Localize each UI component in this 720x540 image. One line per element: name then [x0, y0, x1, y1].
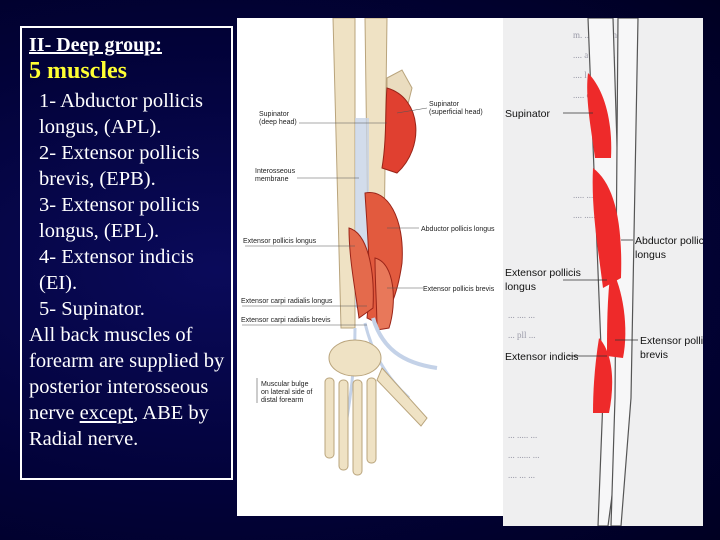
label-ecrl: Extensor carpi radialis longus	[241, 298, 333, 305]
label-supinator-superficial: Supinator	[429, 101, 460, 108]
label-interosseous-2: membrane	[255, 176, 289, 183]
text-box-frame	[20, 26, 233, 480]
list-item: 5- Supinator.	[39, 298, 145, 320]
svg-text:... ...... ...: ... ...... ...	[508, 450, 540, 460]
textbook-epl	[607, 268, 626, 358]
label-abductor: Abductor pollicis longus	[421, 226, 495, 233]
side-label-supinator: Supinator	[505, 108, 550, 120]
textbook-supinator	[587, 73, 612, 158]
list-item: 1- Abductor pollicis longus, (APL).	[39, 90, 203, 138]
metacarpal-bone	[366, 377, 377, 464]
textbook-apl	[592, 168, 622, 288]
label-epb: Extensor pollicis brevis	[423, 286, 495, 293]
extensor-pollicis-longus-muscle	[348, 227, 374, 319]
textbook-ulna	[610, 18, 639, 526]
side-label-abductor: Abductor pollicis	[635, 235, 703, 247]
ulna-bone	[332, 18, 356, 329]
label-supinator-superficial-2: (superficial head)	[429, 109, 483, 116]
list-item: 3- Extensor pollicis longus, (EPL).	[39, 194, 200, 242]
slide-body: 1- Abductor pollicis longus, (APL). 2- E…	[29, 88, 229, 452]
svg-text:... ..... ...: ... ..... ...	[508, 430, 537, 440]
muscle-count: 5 muscles	[29, 58, 127, 84]
textbook-epb	[593, 338, 613, 413]
side-label-epb: Extensor pollicis	[640, 335, 703, 347]
label-ecrb: Extensor carpi radialis brevis	[241, 317, 331, 324]
svg-text:... .... ...: ... .... ...	[508, 310, 535, 320]
side-label-epl-2: longus	[505, 281, 536, 293]
anatomy-illustration: Supinator (deep head) Supinator (superfi…	[237, 18, 505, 516]
side-label-ei: Extensor indicis	[505, 351, 579, 363]
carpal-bones	[328, 339, 382, 377]
label-supinator-deep: Supinator	[259, 111, 290, 118]
svg-text:..... ..... ...: ..... ..... ...	[573, 190, 607, 200]
svg-text:.... ... ...: .... ... ...	[508, 470, 535, 480]
svg-text:... pll ...: ... pll ...	[508, 330, 536, 340]
label-bulge-2: on lateral side of	[261, 389, 312, 396]
list-item: 2- Extensor pollicis brevis, (EPB).	[39, 142, 200, 190]
nerve-note-text: All back muscles of forearm are supplied…	[29, 324, 225, 424]
metacarpal-bone	[324, 377, 335, 459]
textbook-drawing: m. ...... of the .... a ... l ..... ....…	[503, 18, 703, 526]
slide-heading: II- Deep group:	[29, 34, 162, 56]
label-supinator-deep-2: (deep head)	[259, 119, 297, 126]
metacarpal-bone	[338, 379, 349, 471]
nerve-note: All back muscles of forearm are supplied…	[29, 322, 229, 452]
svg-text:.... ...... ....: .... ...... ....	[573, 210, 609, 220]
nerve-note-except: except	[79, 402, 134, 424]
label-bulge-3: distal forearm	[261, 397, 304, 404]
thumb-bone	[376, 367, 428, 427]
supinator-muscle	[381, 87, 417, 174]
tendon	[371, 317, 438, 370]
metacarpal-bone	[352, 379, 363, 476]
extensor-pollicis-brevis-muscle	[374, 257, 394, 331]
forearm-drawing: Supinator (deep head) Supinator (superfi…	[241, 18, 495, 476]
label-epl: Extensor pollicis longus	[243, 238, 317, 245]
side-label-epb-2: brevis	[640, 349, 668, 361]
label-interosseous: Interosseous	[255, 168, 296, 175]
nerve-note-end: , ABE by Radial nerve.	[29, 402, 209, 450]
textbook-forearm-drawing: m. ...... of the .... a ... l ..... ....…	[505, 18, 703, 526]
list-item: 4- Extensor indicis (EI).	[39, 246, 194, 294]
side-label-abductor-2: longus	[635, 249, 666, 261]
label-bulge: Muscular bulge	[261, 381, 309, 388]
side-label-epl: Extensor pollicis	[505, 267, 581, 279]
